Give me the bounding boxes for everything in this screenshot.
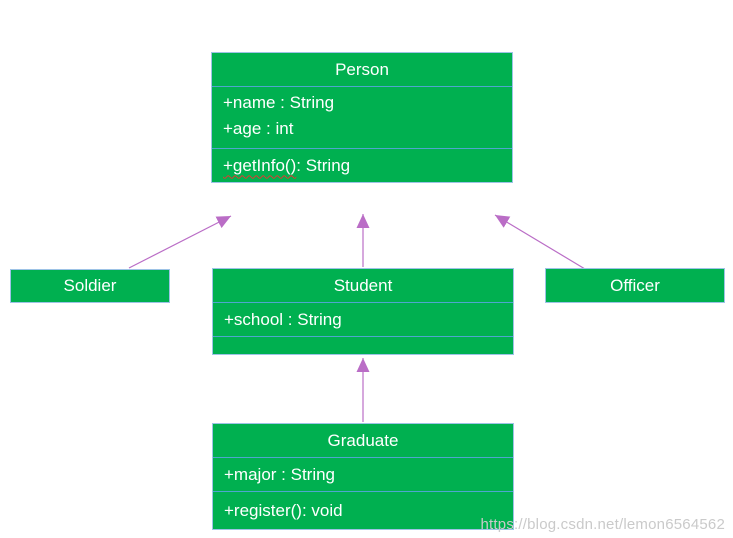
class-box-student[interactable]: Student +school : String <box>212 268 514 355</box>
class-box-officer[interactable]: Officer <box>545 268 725 303</box>
class-attributes-person: +name : String +age : int <box>212 86 512 148</box>
class-box-graduate[interactable]: Graduate +major : String +register() : v… <box>212 423 514 530</box>
class-title-person: Person <box>335 59 389 79</box>
class-methods-graduate: +register() : void <box>213 491 513 529</box>
class-attributes-student: +school : String <box>213 302 513 336</box>
method-item: +register() <box>224 500 302 520</box>
class-title-graduate: Graduate <box>327 430 399 450</box>
inheritance-arrow-soldier-person <box>128 215 232 269</box>
class-box-person[interactable]: Person +name : String +age : int +getInf… <box>211 52 513 183</box>
class-methods-person: +getInfo() : String <box>212 148 512 182</box>
method-item: +getInfo() <box>223 155 297 175</box>
inheritance-arrow-officer-person <box>494 214 586 270</box>
method-item-type: : String <box>296 155 351 175</box>
class-attributes-graduate: +major : String <box>213 457 513 491</box>
attribute-item: +age : int <box>223 119 294 138</box>
class-methods-student-empty <box>213 336 513 354</box>
class-title-soldier: Soldier <box>63 276 117 295</box>
class-title-officer: Officer <box>610 275 660 295</box>
attribute-item: +name : String <box>223 93 335 112</box>
attribute-item: +school : String <box>224 309 342 329</box>
class-box-soldier[interactable]: Soldier <box>10 269 170 303</box>
watermark: https://blog.csdn.net/lemon6564562 <box>480 516 725 533</box>
method-item-type: : void <box>301 500 343 520</box>
class-title-student: Student <box>333 275 393 295</box>
attribute-item: +major : String <box>224 464 336 484</box>
